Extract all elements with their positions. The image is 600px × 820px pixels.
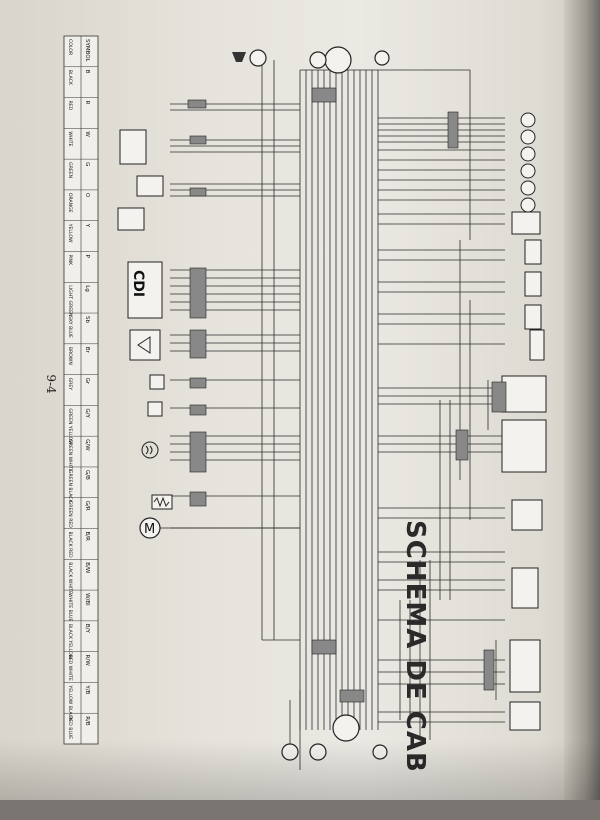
color-code-symbol: R/B (84, 716, 90, 726)
color-code-symbol: Lg (84, 285, 90, 292)
color-code-color: RED WHITE (67, 655, 73, 681)
color-code-color: GREEN YELLOW (67, 408, 73, 445)
color-code-symbol: Y/B (84, 684, 90, 694)
color-code-color: PINK (67, 254, 73, 266)
color-code-color: RED BLUE (67, 716, 73, 739)
color-code-symbol: B/W (84, 562, 90, 574)
color-code-symbol: G/R (84, 501, 90, 511)
page-binding-edge (564, 0, 600, 800)
horn-icon (232, 52, 246, 62)
color-code-symbol: R (84, 101, 90, 105)
color-code-color: GREEN RED (67, 501, 73, 529)
color-code-color: BROWN (67, 347, 73, 365)
color-code-symbol: Y (84, 223, 90, 228)
cdi-unit: CDI (127, 261, 163, 319)
color-code-symbol: O (84, 193, 90, 198)
color-code-color: WHITE BLUE (67, 593, 73, 621)
rectifier (129, 329, 161, 361)
color-code-color: LIGHT GREEN (67, 285, 73, 316)
color-code-color: YELLOW BLACK (67, 684, 73, 721)
color-code-color: GREEN (67, 162, 73, 178)
headlight-bulbs (249, 46, 390, 761)
cdi-label: CDI (130, 270, 146, 297)
color-code-color: BLACK YELLOW (67, 624, 73, 660)
page-number: 9-4 (44, 374, 58, 394)
color-code-color: ORANGE (67, 193, 73, 213)
starter-motor-symbol: M (144, 522, 155, 537)
color-code-color: GREY (67, 378, 73, 391)
color-code-symbol: Br (84, 347, 90, 354)
color-code-table: SYMBOL COLOR B BLACK R RED W WHITE G GREEN O ORANGE… (63, 35, 99, 745)
color-code-symbol: W/Bl (84, 593, 90, 606)
color-code-color: SKY BLUE (67, 316, 73, 338)
color-code-symbol: SYMBOL (84, 39, 90, 63)
color-code-symbol: G/Y (84, 408, 90, 418)
color-code-symbol: G (84, 162, 90, 166)
color-code-color: GREEN WHITE (67, 439, 73, 472)
color-code-symbol: Gr (84, 378, 90, 385)
indicator-lamps (520, 112, 536, 213)
color-code-color: BLACK WHITE (67, 562, 73, 594)
color-code-symbol: R/W (84, 655, 90, 667)
color-code-symbol: Sb (84, 316, 90, 323)
color-code-color: RED (67, 101, 73, 111)
color-code-color: WHITE (67, 131, 73, 146)
color-code-symbol: P (84, 254, 90, 258)
color-code-color: YELLOW (67, 223, 73, 243)
bottom-shadow (0, 740, 600, 800)
color-code-color: BLACK RED (67, 532, 73, 559)
color-code-symbol: B/R (84, 532, 90, 542)
color-code-color: GREEN BLACK (67, 470, 73, 504)
color-code-symbol: W (84, 131, 90, 137)
color-code-color: BLACK (67, 70, 73, 86)
ignition-coil-icon (141, 441, 159, 459)
connectors (187, 87, 507, 703)
color-code-symbol: G/B (84, 470, 90, 480)
wiring-diagram: CDI M (63, 35, 547, 770)
color-code-symbol: G/W (84, 439, 90, 451)
color-code-symbol: B (84, 70, 90, 74)
color-code-symbol: B/Y (84, 624, 90, 634)
switch-boxes (117, 129, 547, 731)
wire-harness (150, 60, 505, 770)
thermo-sensor-icon (151, 494, 173, 510)
starter-motor-icon: M (139, 517, 161, 539)
color-code-color: COLOR (67, 39, 73, 56)
